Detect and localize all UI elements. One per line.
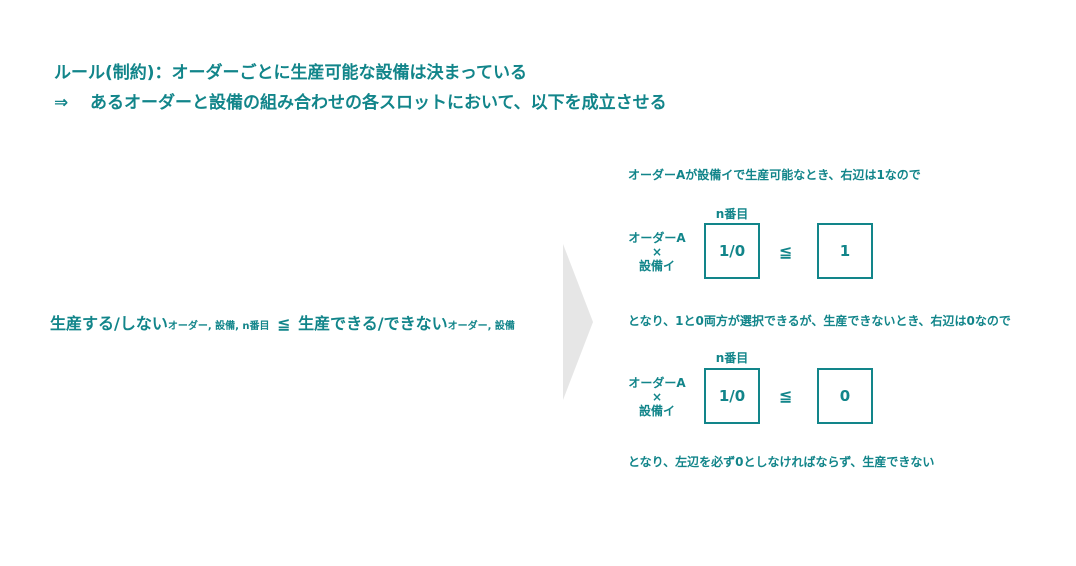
formula-rhs-subscript: オーダー, 設備: [447, 321, 515, 332]
row-label-order: オーダーA: [628, 376, 686, 390]
example2-row-label: オーダーA × 設備イ: [625, 376, 689, 418]
chevron-right-icon: [563, 244, 593, 400]
example1-note: オーダーAが設備イで生産可能なとき、右辺は1なので: [628, 168, 921, 182]
example2-index-label: n番目: [715, 351, 749, 365]
example1-result: となり、1と0両方が選択できるが、生産できないとき、右辺は0なので: [628, 314, 1011, 328]
formula-leq: ≦: [277, 314, 291, 333]
example1-rhs-box: 1: [817, 223, 873, 279]
formula-lhs: 生産する/しない: [50, 314, 168, 333]
rule-consequence: ⇒ あるオーダーと設備の組み合わせの各スロットにおいて、以下を成立させる: [54, 88, 667, 113]
constraint-formula: 生産する/しないオーダー, 設備, n番目 ≦ 生産できる/できないオーダー, …: [50, 310, 515, 334]
row-label-times: ×: [651, 245, 663, 259]
example2-result: となり、左辺を必ず0としなければならず、生産できない: [628, 455, 935, 469]
example2-lhs-box: 1/0: [704, 368, 760, 424]
example2-rhs-value: 0: [839, 387, 851, 405]
example1-index-label: n番目: [715, 207, 749, 221]
row-label-equipment: 設備イ: [638, 259, 675, 273]
formula-lhs-subscript: オーダー, 設備, n番目: [167, 321, 270, 332]
formula-rhs: 生産できる/できない: [298, 314, 448, 333]
example2-rhs-box: 0: [817, 368, 873, 424]
rule-consequence-text: あるオーダーと設備の組み合わせの各スロットにおいて、以下を成立させる: [90, 93, 667, 113]
example1-leq: ≦: [779, 242, 793, 261]
implies-arrow: ⇒: [54, 93, 69, 113]
example2-leq: ≦: [779, 386, 793, 405]
row-label-times: ×: [651, 390, 663, 404]
rule-heading: ルール(制約)：オーダーごとに生産可能な設備は決まっている: [54, 63, 528, 83]
row-label-order: オーダーA: [628, 231, 686, 245]
example1-row-label: オーダーA × 設備イ: [625, 231, 689, 273]
example2-lhs-value: 1/0: [718, 387, 746, 405]
row-label-equipment: 設備イ: [638, 404, 675, 418]
example1-lhs-value: 1/0: [718, 242, 746, 260]
example1-rhs-value: 1: [839, 242, 851, 260]
example1-lhs-box: 1/0: [704, 223, 760, 279]
